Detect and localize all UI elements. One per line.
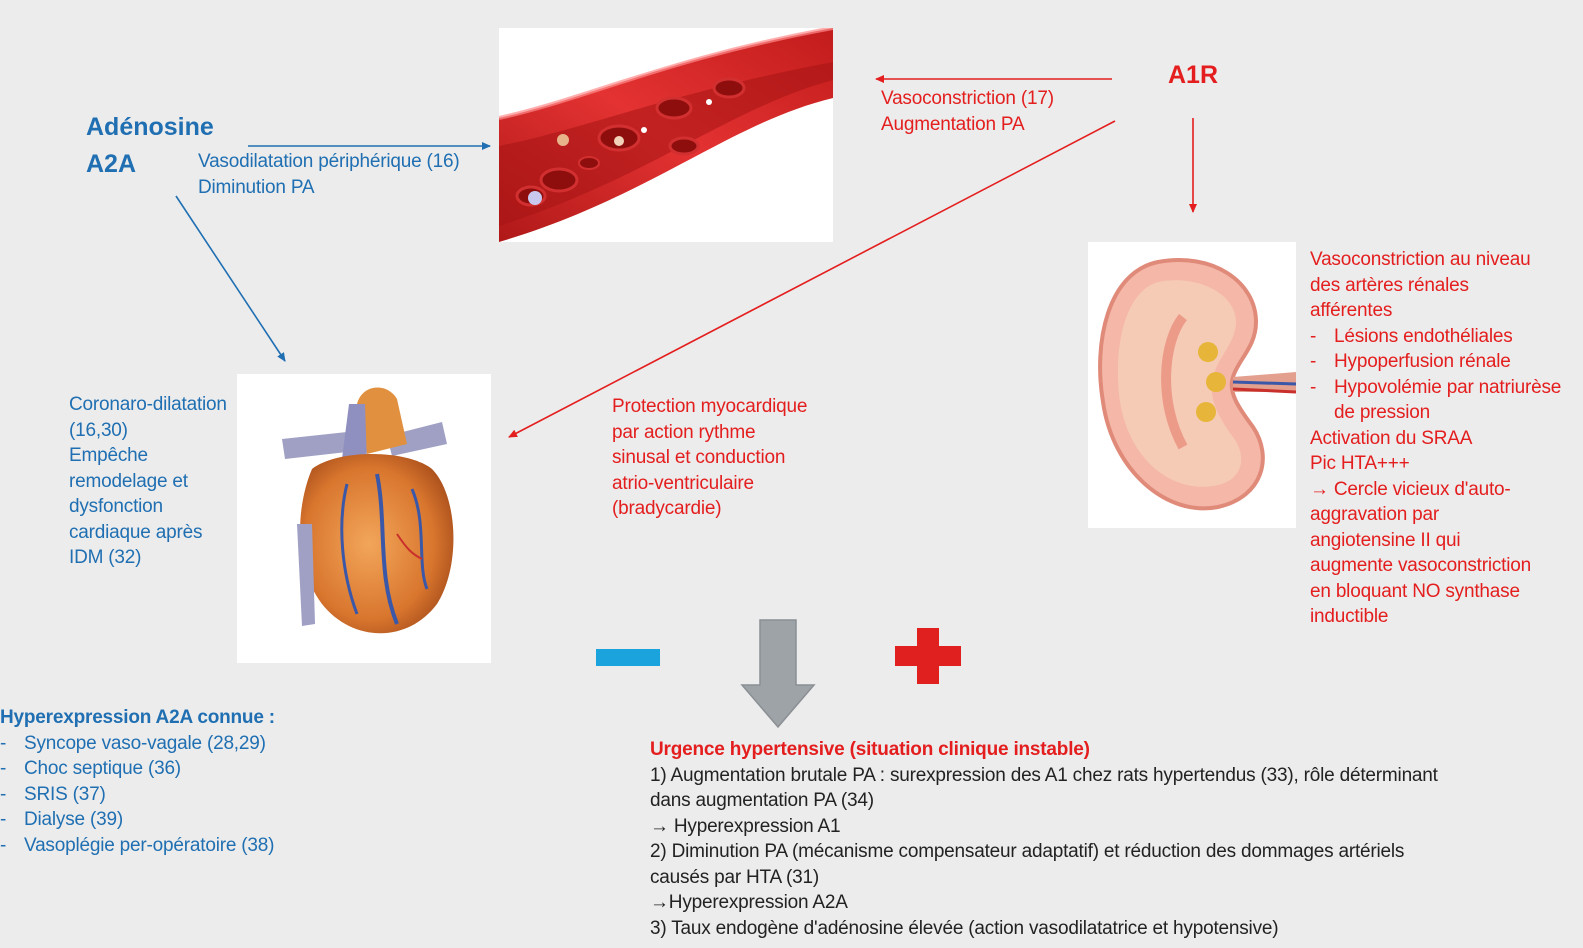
- adenosine-a2a-title: Adénosine A2A: [86, 109, 214, 183]
- hyperexpression-title: Hyperexpression A2A connue :: [0, 705, 360, 731]
- a2a-vessel-effect: Vasodilatation périphérique (16) Diminut…: [198, 149, 460, 200]
- kidney-effect-item: Lésions endothéliales: [1310, 324, 1578, 350]
- a1r-title: A1R: [1168, 60, 1218, 90]
- a2a-vessel-line2: Diminution PA: [198, 175, 460, 201]
- urgence-title: Urgence hypertensive (situation clinique…: [650, 737, 1575, 763]
- a2a-vessel-line1: Vasodilatation périphérique (16): [198, 149, 460, 175]
- heart-left-line: Empêche: [69, 443, 227, 469]
- heart-left-line: cardiaque après: [69, 520, 227, 546]
- heart-a1r-effects: Protection myocardique par action rythme…: [612, 394, 807, 522]
- kidney-effects-list: Lésions endothéliales Hypoperfusion réna…: [1310, 324, 1578, 426]
- heart-right-line: (bradycardie): [612, 496, 807, 522]
- urgence-line: dans augmentation PA (34): [650, 788, 1575, 814]
- urgence-line: →Hyperexpression A2A: [650, 890, 1575, 916]
- down-arrow-icon: [740, 619, 816, 729]
- heart-left-line: remodelage et: [69, 469, 227, 495]
- urgence-line: 1) Augmentation brutale PA : surexpressi…: [650, 763, 1575, 789]
- adenosine-title-line2: A2A: [86, 146, 214, 183]
- kidney-a1r-effects: Vasoconstriction au niveau des artères r…: [1310, 247, 1578, 630]
- urgence-line: causés par HTA (31): [650, 865, 1575, 891]
- kidney-after-line: Pic HTA+++: [1310, 451, 1578, 477]
- kidney-after-line: angiotensine II qui: [1310, 528, 1578, 554]
- hyperexpression-item: SRIS (37): [0, 782, 360, 808]
- a1r-vessel-line2: Augmentation PA: [881, 112, 1054, 138]
- kidney-effect-item: Hypovolémie par natriurèse de pression: [1310, 375, 1578, 426]
- urgence-line: → Hyperexpression A1: [650, 814, 1575, 840]
- plus-sign-icon: [895, 628, 961, 684]
- kidney-intro-line: afférentes: [1310, 298, 1578, 324]
- heart-right-line: Protection myocardique: [612, 394, 807, 420]
- kidney-intro-line: Vasoconstriction au niveau: [1310, 247, 1578, 273]
- hyperexpression-item: Choc septique (36): [0, 756, 360, 782]
- heart-right-line: sinusal et conduction: [612, 445, 807, 471]
- kidney-after-line: en bloquant NO synthase: [1310, 579, 1578, 605]
- a1r-vessel-line1: Vasoconstriction (17): [881, 86, 1054, 112]
- minus-sign-icon: [596, 649, 660, 666]
- arrow-a2a-to-heart: [176, 196, 285, 361]
- heart-left-line: Coronaro-dilatation: [69, 392, 227, 418]
- kidney-after-line: → Cercle vicieux d'auto-: [1310, 477, 1578, 503]
- kidney-after-line: Activation du SRAA: [1310, 426, 1578, 452]
- urgence-hypertensive-block: Urgence hypertensive (situation clinique…: [650, 737, 1575, 941]
- hyperexpression-list: Syncope vaso-vagale (28,29) Choc septiqu…: [0, 731, 360, 859]
- kidney-after-line: aggravation par: [1310, 502, 1578, 528]
- heart-right-line: atrio-ventriculaire: [612, 471, 807, 497]
- heart-illustration: [237, 374, 491, 663]
- blood-vessel-illustration: [499, 28, 833, 242]
- hyperexpression-item: Dialyse (39): [0, 807, 360, 833]
- hyperexpression-item: Vasoplégie per-opératoire (38): [0, 833, 360, 859]
- kidney-after-line: augmente vasoconstriction: [1310, 553, 1578, 579]
- kidney-after-line: inductible: [1310, 604, 1578, 630]
- a1r-vessel-effect: Vasoconstriction (17) Augmentation PA: [881, 86, 1054, 137]
- urgence-line: 2) Diminution PA (mécanisme compensateur…: [650, 839, 1575, 865]
- kidney-illustration: [1088, 242, 1296, 528]
- hyperexpression-item: Syncope vaso-vagale (28,29): [0, 731, 360, 757]
- kidney-effect-item: Hypoperfusion rénale: [1310, 349, 1578, 375]
- urgence-line: 3) Taux endogène d'adénosine élevée (act…: [650, 916, 1575, 942]
- heart-a2a-effects: Coronaro-dilatation (16,30) Empêche remo…: [69, 392, 227, 571]
- kidney-intro-line: des artères rénales: [1310, 273, 1578, 299]
- heart-right-line: par action rythme: [612, 420, 807, 446]
- hyperexpression-a2a-block: Hyperexpression A2A connue : Syncope vas…: [0, 705, 360, 858]
- heart-left-line: (16,30): [69, 418, 227, 444]
- heart-left-line: IDM (32): [69, 545, 227, 571]
- adenosine-title-line1: Adénosine: [86, 109, 214, 146]
- heart-left-line: dysfonction: [69, 494, 227, 520]
